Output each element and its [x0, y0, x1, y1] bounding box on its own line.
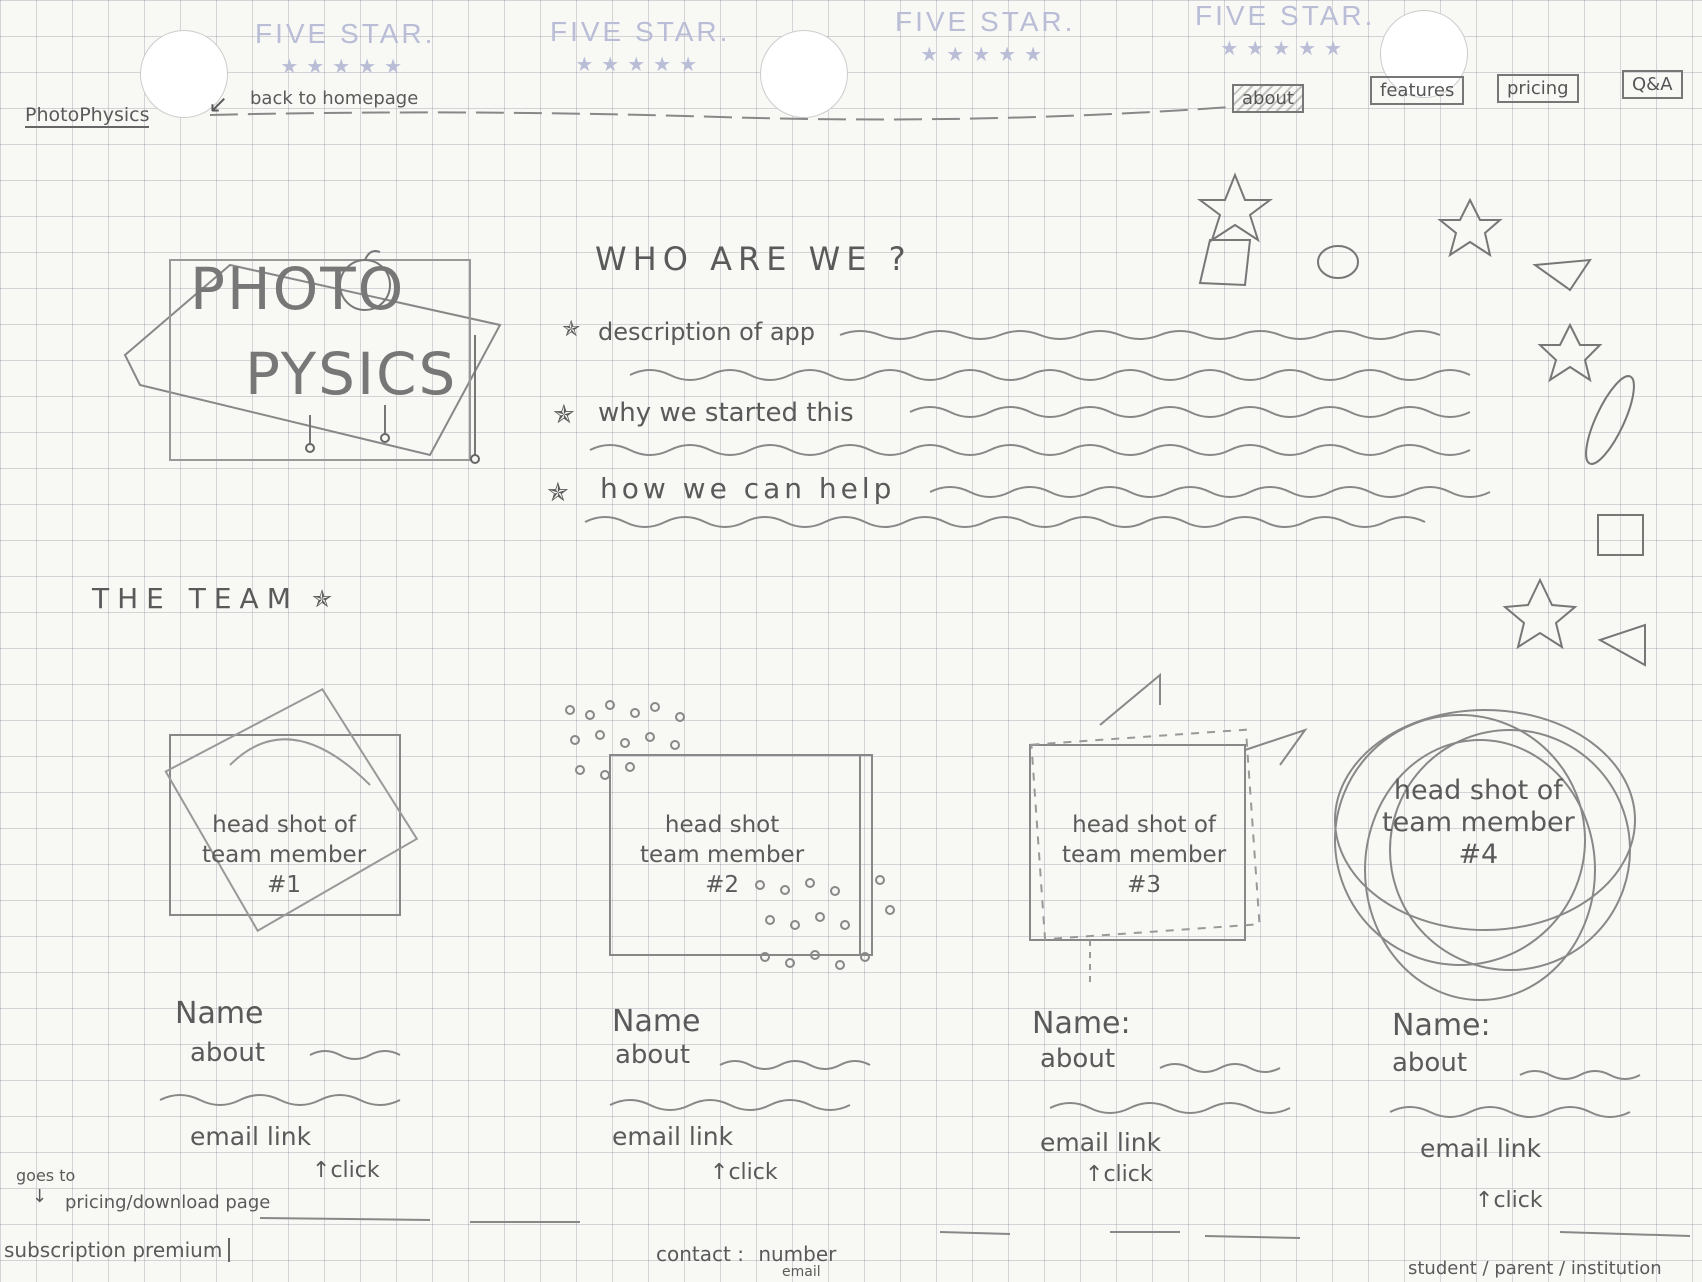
member-2-click-note: ↑click [710, 1160, 778, 1185]
header-divider [209, 106, 1231, 121]
contact-email[interactable]: email [782, 1264, 821, 1280]
member-2-headshot-label: head shot team member #2 [640, 810, 804, 900]
member-2-about: about [615, 1040, 691, 1070]
member-3-about: about [1040, 1044, 1116, 1074]
member-4-headshot-line3: #4 [1458, 839, 1499, 870]
member-3-headshot-label: head shot of team member #3 [1062, 810, 1226, 900]
brand-name: FIVE STAR. [895, 6, 1076, 37]
subscription-premium-link[interactable]: subscription premium [4, 1238, 231, 1262]
decorative-doodles [1197, 172, 1646, 667]
member-3-click-label: click [1103, 1162, 1153, 1187]
member-2-headshot-line2: team member [640, 842, 805, 868]
site-logo[interactable]: PhotoPhysics [25, 104, 150, 128]
member-1-headshot-label: head shot of team member #1 [202, 810, 366, 900]
member-4-click-label: click [1493, 1188, 1543, 1213]
point-why: why we started this [598, 398, 854, 428]
brand-watermark: FIVE STAR. ★★★★★ [255, 18, 435, 79]
nav-qa[interactable]: Q&A [1622, 70, 1683, 99]
point-icon: ✯ [562, 317, 581, 342]
team-heading-star-icon: ✯ [312, 585, 333, 613]
contact-number[interactable]: number [758, 1242, 837, 1266]
footer-goes-to-note: goes to [16, 1166, 76, 1185]
brand-name: FIVE STAR. [550, 16, 731, 47]
point-how: how we can help [600, 472, 896, 505]
back-to-homepage-note: back to homepage [250, 88, 419, 109]
brand-stars: ★★★★★ [1220, 38, 1351, 60]
member-1-name: Name [175, 996, 264, 1031]
brand-name: FIVE STAR. [1195, 0, 1376, 31]
member-2-headshot-line1: head shot [664, 812, 780, 838]
logo-text-line2: PYSICS [245, 340, 458, 408]
member-4-headshot-label: head shot of team member #4 [1382, 775, 1575, 871]
member-1-headshot-line2: team member [202, 842, 367, 868]
brand-watermark: FIVE STAR. ★★★★★ [895, 6, 1075, 67]
member-2-name: Name [612, 1004, 701, 1039]
binder-hole [140, 30, 228, 118]
footer-contact: contact : number [656, 1242, 836, 1266]
brand-name: FIVE STAR. [255, 18, 436, 49]
member-2-click-label: click [728, 1160, 778, 1185]
member-2-email-link[interactable]: email link [612, 1122, 734, 1151]
logo-text-line1: PHOTO [190, 255, 406, 323]
footer-down-arrow-icon: ↓ [32, 1186, 48, 1207]
about-heading: WHO ARE WE ? [595, 240, 912, 278]
member-3-name: Name: [1032, 1006, 1131, 1041]
member-1-click-note: ↑click [312, 1158, 380, 1183]
nav-pricing[interactable]: pricing [1497, 74, 1579, 103]
member-1-headshot-frame [164, 687, 419, 933]
footer-audience-links[interactable]: student / parent / institution [1408, 1258, 1662, 1279]
footer-pricing-note: pricing/download page [65, 1192, 271, 1213]
member-1-about: about [190, 1038, 266, 1068]
member-4-about: about [1392, 1048, 1468, 1078]
member-3-email-link[interactable]: email link [1040, 1128, 1162, 1157]
placeholder-text-lines [584, 330, 1491, 528]
nav-about[interactable]: about [1232, 84, 1304, 113]
member-1-email-link[interactable]: email link [190, 1122, 312, 1151]
member-3-headshot-frame [1029, 672, 1308, 985]
member-1-headshot-line1: head shot of [212, 812, 357, 838]
binder-hole [1380, 10, 1468, 98]
member-3-headshot-line1: head shot of [1072, 812, 1217, 838]
brand-watermark: FIVE STAR. ★★★★★ [1195, 0, 1375, 61]
member-4-headshot-line1: head shot of [1393, 775, 1563, 806]
brand-stars: ★★★★★ [575, 54, 706, 76]
member-3-headshot-line3: #3 [1127, 872, 1162, 898]
member-1-click-label: click [330, 1158, 380, 1183]
nav-features[interactable]: features [1370, 76, 1465, 105]
member-4-click-note: ↑click [1475, 1188, 1543, 1213]
member-4-name: Name: [1392, 1008, 1491, 1043]
member-4-headshot-line2: team member [1382, 807, 1575, 838]
member-2-headshot-line3: #2 [705, 872, 740, 898]
member-3-click-note: ↑click [1085, 1162, 1153, 1187]
member-3-headshot-line2: team member [1062, 842, 1227, 868]
brand-stars: ★★★★★ [280, 56, 411, 78]
member-2-headshot-frame [565, 700, 895, 970]
brand-watermark: FIVE STAR. ★★★★★ [550, 16, 730, 77]
member-4-headshot-frame [1334, 709, 1636, 1001]
member-1-headshot-line3: #1 [267, 872, 302, 898]
contact-label: contact : [656, 1242, 744, 1266]
photophysics-logo-sketch [123, 250, 502, 464]
binder-hole [760, 30, 848, 118]
point-icon: ✯ [553, 400, 575, 430]
point-description: description of app [598, 318, 816, 346]
member-placeholder-lines [159, 1050, 1641, 1118]
member-4-email-link[interactable]: email link [1420, 1134, 1542, 1163]
point-icon: ✯ [547, 478, 569, 508]
team-heading: THE TEAM [92, 582, 299, 615]
back-arrow-icon: ↙ [208, 90, 229, 118]
footer-divider [259, 1217, 1691, 1239]
brand-stars: ★★★★★ [920, 44, 1051, 66]
